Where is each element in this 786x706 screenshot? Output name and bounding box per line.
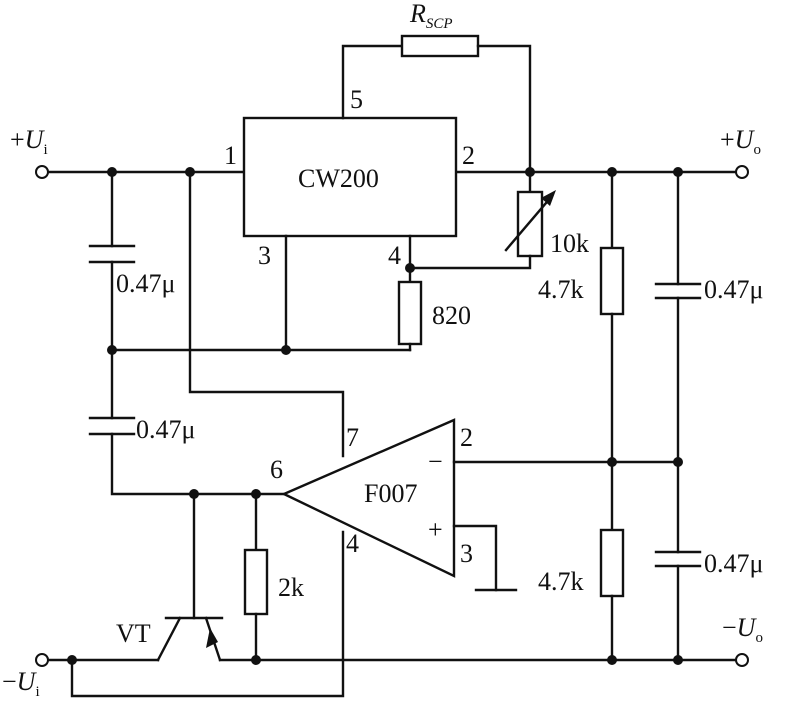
wire-pin4-bottom	[70, 530, 345, 698]
cw200-pin-5: 5	[350, 85, 363, 114]
junction-dot	[281, 345, 291, 355]
f007-triangle	[281, 418, 456, 578]
junction-dot	[673, 167, 683, 177]
f007-pin-4: 4	[346, 529, 359, 558]
junction-dot	[673, 457, 683, 467]
rscp-label: RSCP	[409, 0, 453, 32]
f007-label: F007	[364, 479, 417, 508]
junction-dot	[673, 655, 683, 665]
cw200-pin-2: 2	[462, 141, 475, 170]
cw200-label: CW200	[298, 164, 379, 193]
cw200-pin-1: 1	[224, 141, 237, 170]
cw200-pin-4: 4	[388, 241, 401, 270]
junction-dot	[251, 655, 261, 665]
f007-plus: +	[428, 515, 443, 544]
cap-mid-label: 0.47μ	[136, 415, 195, 444]
terminal-in-neg	[35, 653, 49, 667]
junction-dot	[185, 167, 195, 177]
label-out-neg: −Uo	[722, 613, 763, 646]
wire-c2-bottom	[110, 432, 286, 496]
potentiometer-10k	[516, 190, 544, 258]
pot-arrow-shaft	[504, 194, 554, 252]
pot-arrow-head	[541, 190, 556, 206]
vt-label: VT	[116, 619, 151, 648]
wire-rscp-output	[476, 44, 532, 174]
terminal-out-neg	[735, 653, 749, 667]
resistor-820	[397, 280, 423, 346]
transistor-collector	[156, 616, 182, 662]
cap-top-label: 0.47μ	[116, 269, 175, 298]
r47-bot-label: 4.7k	[538, 567, 584, 596]
wire-input-pin7	[188, 170, 345, 458]
r820-label: 820	[432, 301, 471, 330]
label-out-pos: +Uo	[720, 125, 761, 158]
resistor-4k7-top	[599, 246, 625, 316]
cw200-box	[242, 116, 458, 238]
junction-dot	[607, 655, 617, 665]
junction-dot	[107, 167, 117, 177]
transistor-emitter-arrow	[206, 628, 218, 648]
cap-right-top-label: 0.47μ	[704, 275, 763, 304]
junction-dot	[67, 655, 77, 665]
cw200-pin-3: 3	[258, 241, 271, 270]
junction-dot	[251, 489, 261, 499]
f007-pin-2: 2	[460, 423, 473, 452]
resistor-4k7-bottom	[599, 528, 625, 598]
pot-label: 10k	[550, 229, 589, 258]
r47-top-label: 4.7k	[538, 275, 584, 304]
wire-pin5-rscp	[341, 44, 404, 120]
junction-dot	[607, 167, 617, 177]
f007-pin-3: 3	[460, 539, 473, 568]
junction-dot	[405, 263, 415, 273]
junction-dot	[189, 489, 199, 499]
terminal-out-pos	[735, 165, 749, 179]
f007-pin-6: 6	[270, 455, 283, 484]
wire-pin3-ground	[452, 524, 498, 592]
f007-pin-7: 7	[346, 423, 359, 452]
wire-pot-pin4	[408, 254, 532, 270]
junction-dot	[107, 345, 117, 355]
resistor-2k	[243, 548, 269, 616]
terminal-in-pos	[35, 165, 49, 179]
junction-dot	[607, 457, 617, 467]
resistor-rscp	[400, 34, 480, 58]
label-in-pos: +Ui	[10, 125, 48, 158]
junction-dot	[525, 167, 535, 177]
cap-right-bot-label: 0.47μ	[704, 549, 763, 578]
r2k-label: 2k	[278, 573, 304, 602]
f007-minus: −	[428, 447, 443, 476]
label-in-neg: −Ui	[2, 667, 40, 700]
